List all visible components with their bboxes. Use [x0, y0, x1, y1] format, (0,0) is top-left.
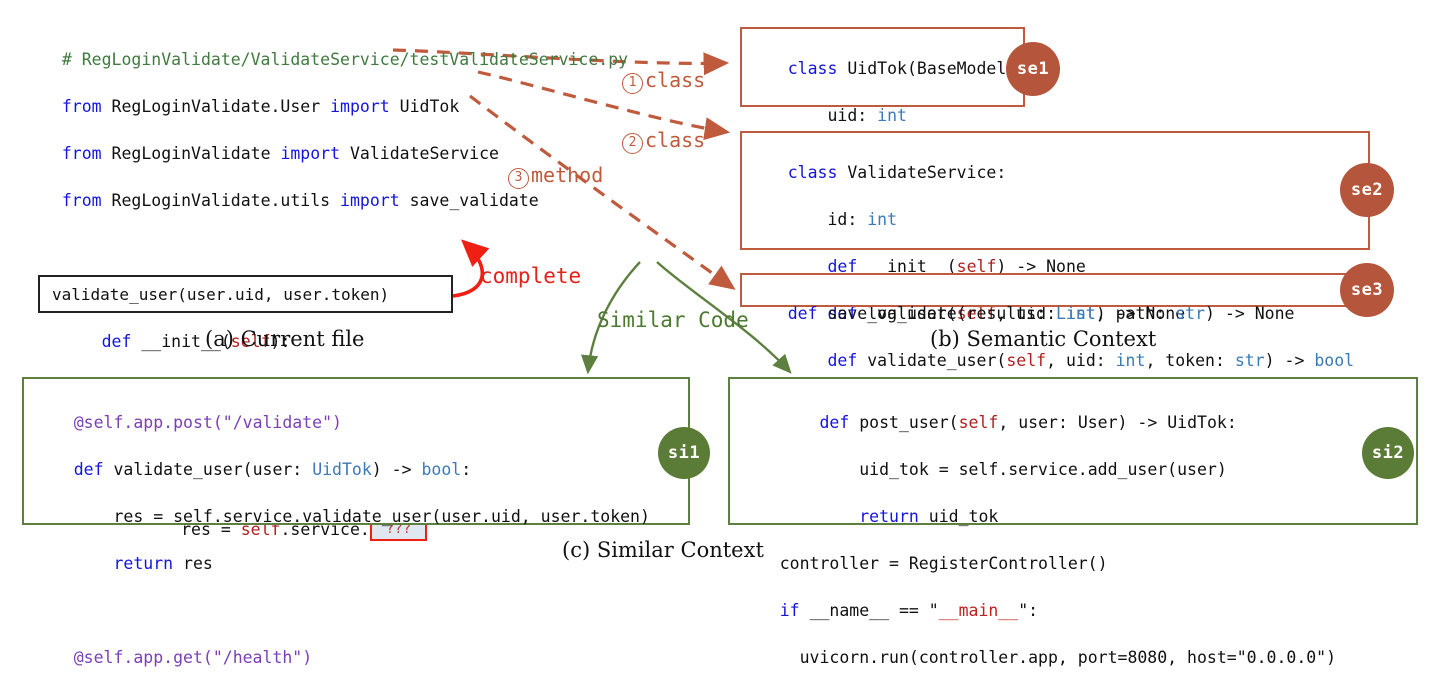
current-file-path-comment: # RegLoginValidate/ValidateService/testV… [61, 49, 629, 69]
se3-code: def save_validate(results: List, path: s… [787, 303, 1295, 323]
complete-label: complete [480, 264, 582, 288]
caption-a: (a) Current file [205, 327, 365, 351]
badge-si1: si1 [658, 427, 710, 479]
completion-suggestion-box[interactable]: validate_user(user.uid, user.token) [38, 275, 453, 313]
semantic-context-se3-panel[interactable]: def save_validate(results: List, path: s… [740, 273, 1370, 323]
semantic-context-se1-panel[interactable]: class UidTok(BaseModel): uid: int token:… [740, 27, 1026, 172]
badge-se2: se2 [1340, 163, 1394, 217]
caption-b: (b) Semantic Context [930, 327, 1157, 351]
annotation-3-label: method [531, 163, 604, 187]
annotation-2-number: 2 [622, 133, 643, 154]
caption-c: (c) Similar Context [562, 538, 764, 562]
annotation-1-number: 1 [622, 73, 643, 94]
similar-context-si1-panel[interactable]: @self.app.post("/validate") def validate… [22, 377, 690, 667]
completion-suggestion-text: validate_user(user.uid, user.token) [52, 285, 390, 304]
annotation-2-label: class [645, 128, 706, 152]
badge-se1: se1 [1006, 42, 1060, 96]
annotation-1-label: class [645, 68, 706, 92]
si1-code: @self.app.post("/validate") def validate… [73, 412, 650, 667]
annotation-3-number: 3 [508, 168, 529, 189]
similar-code-label: Similar Code [597, 308, 749, 332]
badge-si2: si2 [1362, 427, 1414, 479]
badge-se3: se3 [1340, 263, 1394, 317]
similar-context-si2-panel[interactable]: def post_user(self, user: User) -> UidTo… [728, 377, 1418, 667]
semantic-context-se2-panel[interactable]: class ValidateService: id: int def __ini… [740, 131, 1370, 370]
se2-code: class ValidateService: id: int def __ini… [787, 162, 1355, 370]
si2-code: def post_user(self, user: User) -> UidTo… [779, 412, 1337, 667]
